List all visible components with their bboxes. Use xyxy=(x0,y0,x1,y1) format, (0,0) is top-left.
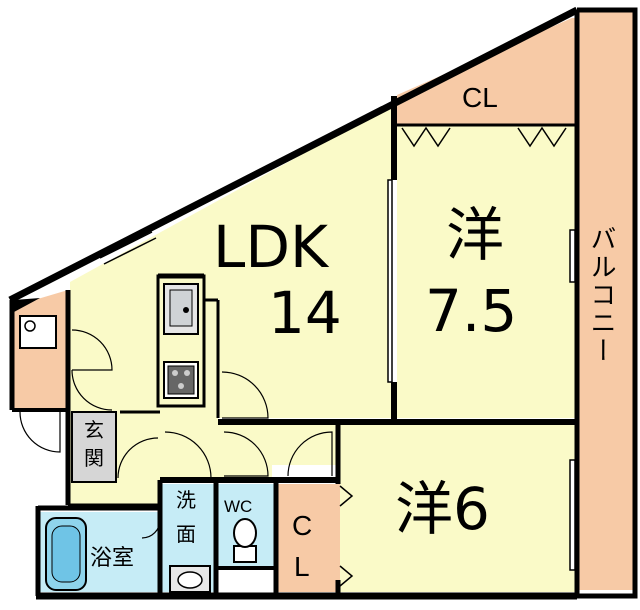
ldk-label: LDK xyxy=(213,213,329,281)
washroom-label-1: 洗 xyxy=(176,488,196,512)
left-storage-floor xyxy=(14,290,68,410)
door-swings xyxy=(19,329,333,539)
washroom-label-2: 面 xyxy=(176,522,196,546)
western-room-size: 7.5 xyxy=(425,277,518,345)
windows xyxy=(99,179,576,571)
bath-label: 浴室 xyxy=(90,546,135,571)
toilet-bowl xyxy=(233,518,257,563)
genkan-label-2: 関 xyxy=(84,446,104,470)
top-closet-label: CL xyxy=(462,82,498,113)
closet-folding-doors xyxy=(339,126,567,587)
ldk-floor xyxy=(70,105,392,505)
western-room-7-5-floor xyxy=(397,125,577,418)
toilet-label: WC xyxy=(224,497,253,516)
small-closet-floor xyxy=(278,484,340,592)
western-room-6-label: 洋6 xyxy=(395,475,490,543)
western-room-label: 洋 xyxy=(446,201,505,269)
balcony-label: バルコニー xyxy=(586,225,616,365)
kitchen-fixtures xyxy=(163,283,199,399)
small-closet-label-l: L xyxy=(294,551,310,582)
bathtub xyxy=(45,517,87,591)
genkan-label-1: 玄 xyxy=(84,418,104,442)
genkan-floor xyxy=(72,412,116,482)
walls xyxy=(8,6,638,600)
ldk-size: 14 xyxy=(268,279,342,347)
western-room-6-floor xyxy=(340,425,577,592)
wash-basin xyxy=(169,565,211,593)
small-closet-label-c: C xyxy=(292,510,313,541)
washing-machine-space xyxy=(14,298,57,349)
balcony-floor xyxy=(577,12,633,590)
top-closet-floor xyxy=(397,18,577,125)
